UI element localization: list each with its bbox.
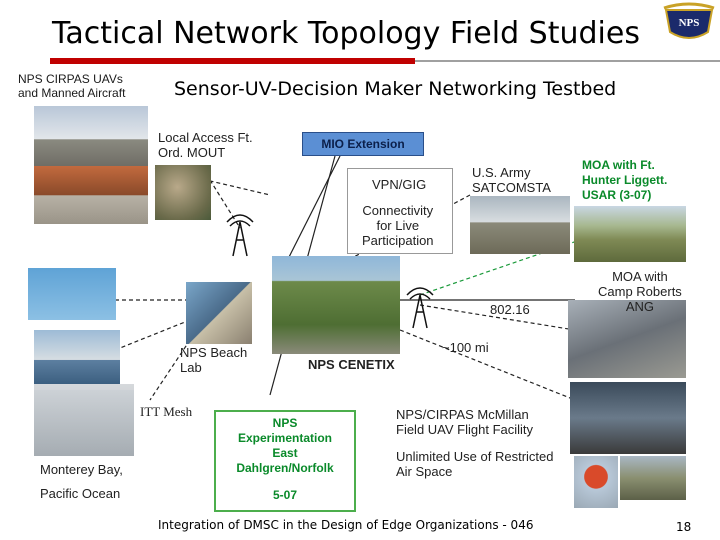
title-underline-grey xyxy=(415,60,720,62)
label-restricted-airspace: Unlimited Use of Restricted Air Space xyxy=(396,449,554,479)
label-nps-cenetix: NPS CENETIX xyxy=(308,357,395,372)
vpn-gig-title: VPN/GIG xyxy=(372,177,427,192)
label-moa-hunter-liggett: MOA with Ft. Hunter Liggett. USAR (3-07) xyxy=(582,158,668,202)
link-beach-itt xyxy=(149,339,191,401)
link-mcmillan xyxy=(399,329,576,401)
footer-text: Integration of DMSC in the Design of Edg… xyxy=(158,518,534,532)
satcom-photo xyxy=(470,196,570,254)
nps-logo: NPS xyxy=(662,2,716,44)
vehicle-photo xyxy=(620,456,686,500)
balloon-photo xyxy=(574,456,618,508)
vpn-gig-box: VPN/GIG Connectivity for Live Participat… xyxy=(347,168,453,254)
link-roberts xyxy=(419,304,576,331)
label-pacific-ocean: Pacific Ocean xyxy=(40,486,121,501)
link-mio xyxy=(284,155,341,266)
page-number: 18 xyxy=(676,520,692,534)
slide-title: Tactical Network Topology Field Studies xyxy=(52,16,640,51)
ocean-photo xyxy=(34,390,134,456)
nps-experimentation-box: NPS Experimentation East Dahlgren/Norfol… xyxy=(214,410,356,512)
tower-icon xyxy=(226,214,254,257)
link-uav-cenetix xyxy=(154,167,271,196)
label-local-access: Local Access Ft. Ord. MOUT xyxy=(158,130,253,160)
nps-campus-photo xyxy=(272,256,400,354)
mio-extension-box: MIO Extension xyxy=(302,132,424,156)
ops-room-photo xyxy=(570,382,686,454)
beach-lab-photo xyxy=(186,282,252,344)
nps-experimentation-date: 5-07 xyxy=(272,488,298,502)
slide-subtitle: Sensor-UV-Decision Maker Networking Test… xyxy=(174,78,617,100)
label-beach-lab: NPS Beach Lab xyxy=(180,345,248,375)
boat-photo xyxy=(34,330,120,384)
label-moa-camp-roberts: MOA with Camp Roberts ANG xyxy=(598,269,682,314)
title-underline-red xyxy=(50,58,415,64)
hunter-liggett-photo xyxy=(574,206,686,262)
label-range: ~100 mi xyxy=(442,340,489,355)
label-80216: 802.16 xyxy=(490,302,530,317)
label-monterey-bay: Monterey Bay, xyxy=(40,462,123,477)
logo-text: NPS xyxy=(679,17,700,29)
label-cirpas-uavs: NPS CIRPAS UAVs and Manned Aircraft xyxy=(18,72,126,100)
link-mout-tower xyxy=(209,179,241,229)
uav-photo xyxy=(34,106,148,166)
link-boat-beach xyxy=(114,319,191,351)
camp-roberts-photo xyxy=(568,300,686,378)
aircraft-flight-photo xyxy=(28,268,116,320)
label-mcmillan: NPS/CIRPAS McMillan Field UAV Flight Fac… xyxy=(396,407,534,437)
tower-icon xyxy=(406,287,434,329)
mout-aerial-photo xyxy=(155,165,211,220)
label-itt-mesh: ITT Mesh xyxy=(140,404,193,419)
label-army-satcom: U.S. Army SATCOMSTA xyxy=(472,165,551,195)
vpn-gig-detail: Connectivity for Live Participation xyxy=(362,203,434,248)
hangar-aircraft-photo xyxy=(34,166,148,224)
nps-experimentation-label: NPS Experimentation East Dahlgren/Norfol… xyxy=(236,416,334,475)
